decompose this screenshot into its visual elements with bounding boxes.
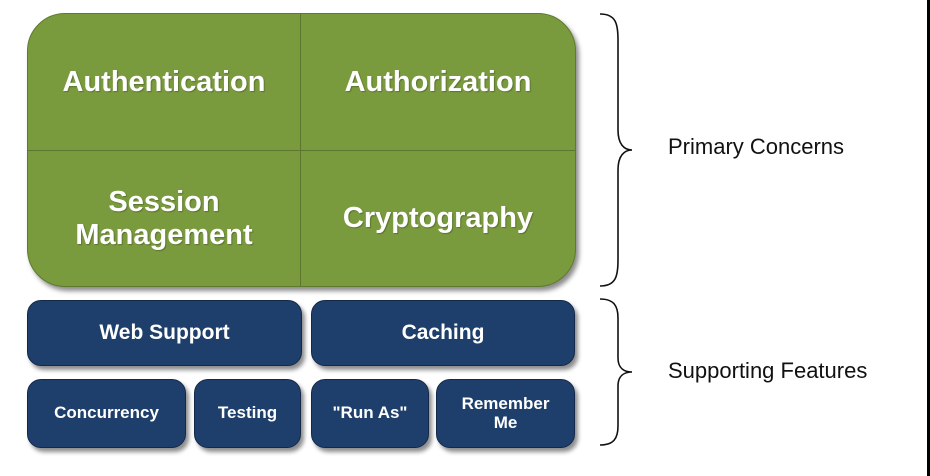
authentication-cell: Authentication [28,14,300,150]
testing-label: Testing [217,403,278,423]
run-as-box: "Run As" [311,379,429,448]
remember-me-box: Remember Me [436,379,575,448]
primary-horizontal-divider [28,150,575,151]
authorization-cell: Authorization [301,14,575,150]
supporting-features-label: Supporting Features [668,358,868,383]
concurrency-box: Concurrency [27,379,186,448]
web-support-label: Web Support [99,321,230,345]
primary-concerns-brace [599,13,633,287]
session-management-cell: Session Management [28,151,300,286]
supporting-features-brace [599,298,633,446]
testing-box: Testing [194,379,301,448]
primary-concerns-block: Authentication Authorization Session Man… [27,13,576,287]
authorization-label: Authorization [344,65,532,98]
primary-concerns-label: Primary Concerns [668,134,845,159]
authentication-label: Authentication [62,65,266,98]
caching-box: Caching [311,300,575,366]
cryptography-cell: Cryptography [301,151,575,286]
right-edge-border [927,0,930,476]
remember-me-label: Remember Me [461,393,550,432]
caching-label: Caching [401,321,485,345]
session-management-label: Session Management [75,186,253,251]
web-support-box: Web Support [27,300,302,366]
concurrency-label: Concurrency [54,403,159,423]
run-as-label: "Run As" [332,403,408,423]
cryptography-label: Cryptography [342,202,534,235]
